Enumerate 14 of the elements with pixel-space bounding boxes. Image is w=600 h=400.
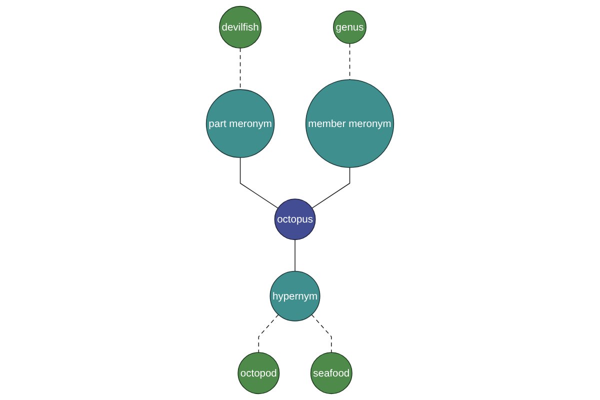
connector (311, 314, 332, 353)
node-circle: member meronym (305, 79, 394, 168)
connector (258, 314, 279, 353)
node-circle: genus (333, 10, 366, 44)
node-circle: devilfish (219, 6, 262, 48)
connector (240, 48, 241, 90)
node-circle: part meronym (206, 89, 275, 158)
connector (312, 167, 350, 209)
connector (240, 157, 278, 209)
node-circle: hypernym (270, 270, 320, 322)
node-circle: seafood (310, 352, 352, 394)
node-circle: octopod (238, 352, 280, 394)
connector (294, 239, 296, 272)
node-circle: octopus (274, 198, 316, 240)
